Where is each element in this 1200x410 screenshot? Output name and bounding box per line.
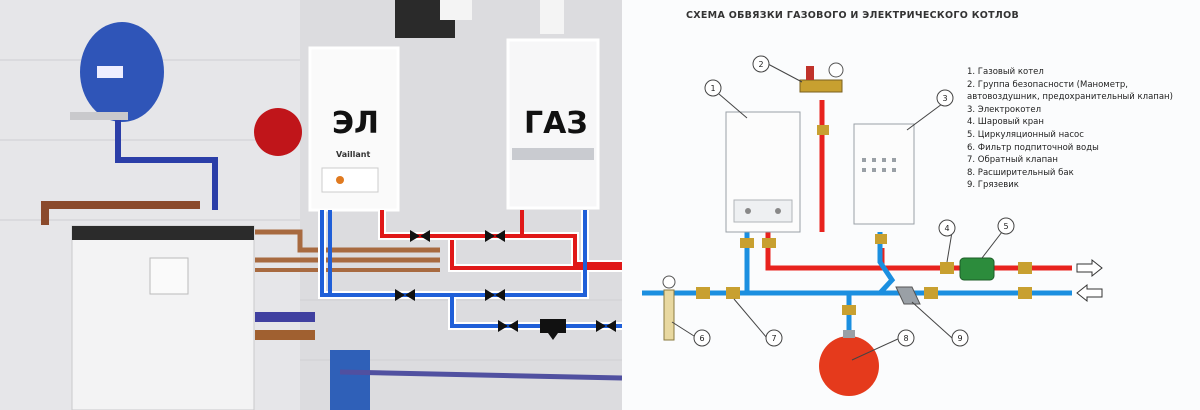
ball-valve-icon xyxy=(875,234,887,244)
dirt-separator xyxy=(895,286,921,305)
brand-logo: Vaillant xyxy=(336,150,371,159)
arrow-left-icon xyxy=(1076,283,1103,303)
callout-number: 8 xyxy=(903,334,908,343)
electric-boiler-panel xyxy=(321,167,379,193)
copper-pipe-top xyxy=(41,201,200,225)
tank-sticker xyxy=(97,66,123,78)
callout-number: 1 xyxy=(710,84,715,93)
valve-icon xyxy=(485,230,505,242)
manometer-icon xyxy=(828,62,844,78)
copper-pipe-1 xyxy=(255,229,440,253)
valve-icon xyxy=(410,230,430,242)
safety-group xyxy=(799,79,843,93)
legend-item: 7. Обратный клапан xyxy=(967,155,1058,166)
red-expansion-tank xyxy=(254,108,302,156)
valve-icon xyxy=(485,289,505,301)
ball-valve-icon xyxy=(1018,262,1032,274)
callout-5 xyxy=(997,217,1015,235)
callout-1 xyxy=(704,79,722,97)
gas-boiler xyxy=(506,38,600,210)
callout-8 xyxy=(897,329,915,347)
callout-9 xyxy=(951,329,969,347)
control-knob-icon xyxy=(775,208,781,214)
legend-item: 2. Группа безопасности (Манометр, автово… xyxy=(967,79,1173,103)
gas-boiler-label: ГАЗ xyxy=(524,106,588,141)
legend-item: 8. Расширительный бак xyxy=(967,167,1074,178)
expansion-tank-neck xyxy=(843,330,855,338)
diagram-title: СХЕМА ОБВЯЗКИ ГАЗОВОГО И ЭЛЕКТРИЧЕСКОГО … xyxy=(686,10,1020,21)
callout-7 xyxy=(765,329,783,347)
gas-boiler-panel xyxy=(512,148,594,160)
photo-canvas xyxy=(0,0,623,410)
callout-6 xyxy=(693,329,711,347)
electric-boiler-label: ЭЛ xyxy=(332,106,379,141)
water-heater-label xyxy=(149,257,189,295)
control-knob-icon xyxy=(745,208,751,214)
callout-number: 2 xyxy=(758,60,763,69)
callout-number: 9 xyxy=(957,334,962,343)
legend-item: 4. Шаровый кран xyxy=(967,117,1044,128)
photo-supply-lines xyxy=(380,210,622,270)
ball-valve-icon xyxy=(740,238,754,248)
callout-number: 3 xyxy=(942,94,947,103)
valve-icon xyxy=(596,320,616,332)
callout-3 xyxy=(936,89,954,107)
legend-item: 3. Электрокотел xyxy=(967,104,1042,115)
floor-manifold-copper xyxy=(255,330,315,340)
legend-item: 6. Фильтр подпиточной воды xyxy=(967,142,1099,153)
schematic-canvas: 1 2 3 4 5 6 7 8 9 xyxy=(642,55,1103,396)
pump-icon xyxy=(540,319,566,340)
water-heater-body xyxy=(71,225,255,410)
return-pipes xyxy=(642,232,1072,330)
callout-number: 5 xyxy=(1003,222,1008,231)
callout-leaders xyxy=(671,63,1003,361)
callout-circles xyxy=(693,55,1015,347)
callout-number: 4 xyxy=(944,224,949,233)
circulation-pump xyxy=(959,257,995,281)
arrow-right-icon xyxy=(1076,258,1103,278)
piping-schematic: СХЕМА ОБВЯЗКИ ГАЗОВОГО И ЭЛЕКТРИЧЕСКОГО … xyxy=(622,0,1200,410)
ball-valve-icon xyxy=(817,125,829,135)
floor-manifold-blue xyxy=(255,312,315,322)
relief-valve-icon xyxy=(806,66,814,80)
electric-boiler-leds xyxy=(862,158,896,172)
water-heater-top xyxy=(72,226,254,240)
return-to-electric xyxy=(877,232,896,295)
water-filters xyxy=(330,350,370,410)
tank-bracket xyxy=(70,112,128,120)
callout-number: 6 xyxy=(699,334,704,343)
ball-valve-icon xyxy=(762,238,776,248)
diagram-legend: 1. Газовый котел 2. Группа безопасности … xyxy=(967,66,1187,192)
makeup-water-filter xyxy=(663,289,675,341)
callout-2 xyxy=(752,55,770,73)
flue-pipe xyxy=(440,0,472,20)
electric-boiler-indicator xyxy=(336,176,344,184)
filter-gauge-icon xyxy=(662,275,676,289)
ball-valve-icon xyxy=(696,287,710,299)
check-valve xyxy=(726,287,740,299)
ball-valve-icon xyxy=(924,287,938,299)
callout-numbers: 1 2 3 4 5 6 7 8 9 xyxy=(699,60,1008,343)
legend-item: 5. Циркуляционный насос xyxy=(967,129,1084,140)
lower-pipe xyxy=(339,369,623,381)
ball-valve-icon xyxy=(940,262,954,274)
legend-item: 1. Газовый котел xyxy=(967,67,1044,77)
flow-arrows xyxy=(1076,258,1103,303)
photo-valves xyxy=(395,230,616,340)
expansion-tank xyxy=(819,336,879,396)
ball-valve-icon xyxy=(842,305,856,315)
boiler-room-photo: ЭЛ ГАЗ Vaillant xyxy=(0,0,623,410)
callout-number: 7 xyxy=(771,334,776,343)
ball-valves xyxy=(696,125,1032,315)
flue-pipe-right xyxy=(540,0,564,34)
electric-boiler-unit xyxy=(853,123,915,225)
valve-icon xyxy=(395,289,415,301)
ball-valve-icon xyxy=(1018,287,1032,299)
gas-boiler-controls xyxy=(733,199,793,223)
blue-insulated-pipe xyxy=(115,120,218,210)
callout-4 xyxy=(938,219,956,237)
valve-icon xyxy=(498,320,518,332)
legend-item: 9. Грязевик xyxy=(967,180,1019,191)
